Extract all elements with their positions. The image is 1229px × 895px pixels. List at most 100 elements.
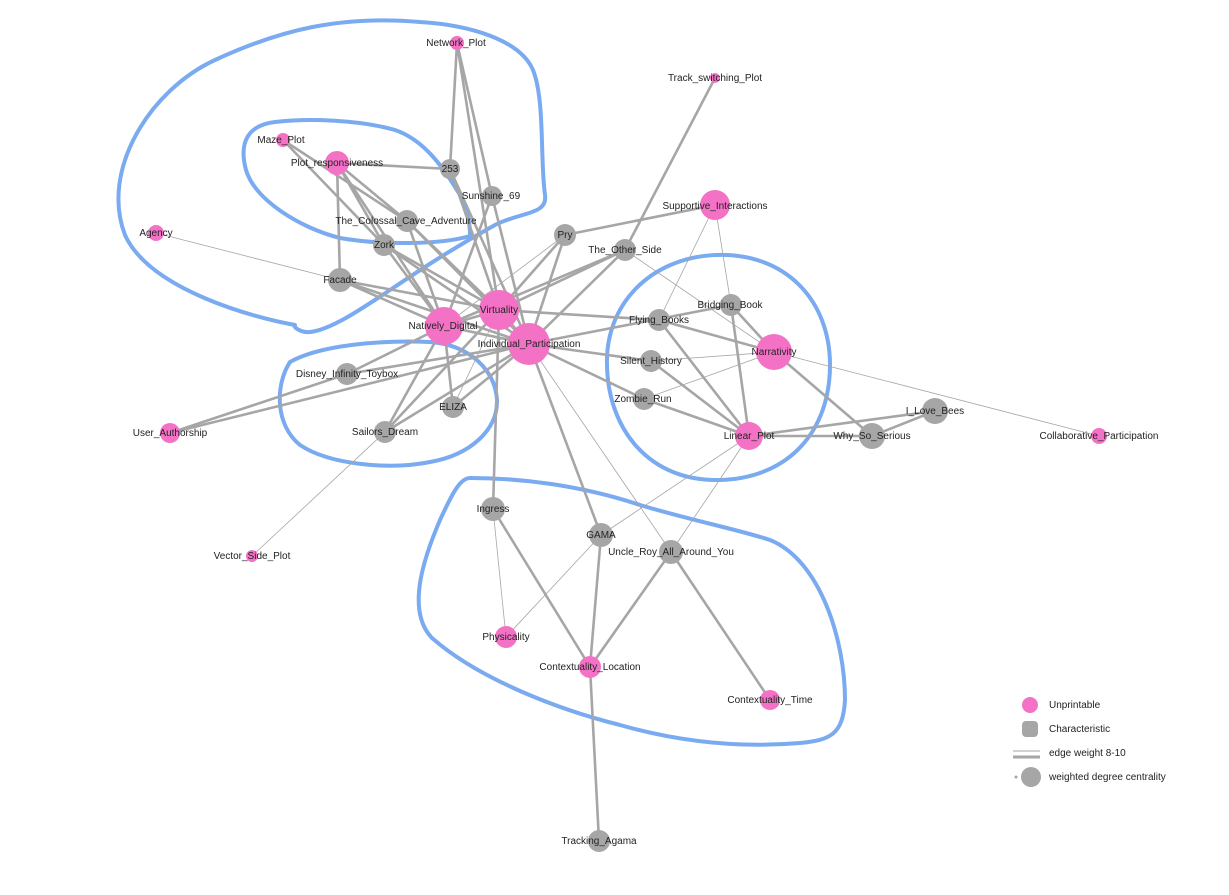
edge-Silent_History-Narrativity [650, 351, 775, 362]
node-circle-Why_So_Serious[interactable] [859, 423, 885, 449]
node-I_Love_Bees[interactable]: I_Love_Bees [906, 398, 964, 424]
node-Sailors_Dream[interactable]: Sailors_Dream [352, 421, 418, 443]
node-circle-I_Love_Bees[interactable] [922, 398, 948, 424]
node-Why_So_Serious[interactable]: Why_So_Serious [833, 423, 911, 449]
node-Supportive_Interactions[interactable]: Supportive_Interactions [662, 190, 768, 220]
node-circle-Natively_Digital[interactable] [425, 307, 463, 345]
node-Disney_Infinity_Toybox[interactable]: Disney_Infinity_Toybox [296, 363, 398, 385]
node-label-Silent_History: Silent_History [620, 356, 682, 367]
edge-Uncle_Roy_All_Around_You-Individual_Participation [528, 343, 672, 553]
node-circle-The_Other_Side[interactable] [614, 239, 636, 261]
node-Physicality[interactable]: Physicality [482, 626, 530, 648]
node-Zombie_Run[interactable]: Zombie_Run [614, 388, 672, 410]
node-circle-Bridging_Book[interactable] [720, 294, 742, 316]
node-circle-Sunshine_69[interactable] [482, 186, 502, 206]
node-label-Sailors_Dream: Sailors_Dream [352, 427, 418, 438]
edge-Zombie_Run-Narrativity [643, 351, 775, 400]
node-circle-Physicality[interactable] [495, 626, 517, 648]
node-circle-Maze_Plot[interactable] [276, 133, 290, 147]
edge-Zombie_Run-Individual_Participation [527, 342, 646, 401]
node-Uncle_Roy_All_Around_You[interactable]: Uncle_Roy_All_Around_You [608, 540, 734, 564]
node-circle-Plot_responsiveness[interactable] [325, 151, 349, 175]
node-circle-Flying_Books[interactable] [648, 309, 670, 331]
node-The_Other_Side[interactable]: The_Other_Side [588, 239, 662, 261]
legend-edge-weight-label: edge weight 8-10 [1049, 748, 1126, 759]
node-label-Plot_responsiveness: Plot_responsiveness [291, 158, 383, 169]
edge-Flying_Books-Narrativity [657, 318, 776, 354]
node-label-Linear_Plot: Linear_Plot [724, 431, 775, 442]
node-Natively_Digital[interactable]: Natively_Digital [409, 307, 478, 345]
node-circle-Pry[interactable] [554, 224, 576, 246]
node-Virtuality[interactable]: Virtuality [479, 290, 519, 330]
node-Silent_History[interactable]: Silent_History [620, 350, 682, 372]
edge-Maze_Plot-The_Colossal_Cave_Adventure [281, 138, 409, 223]
node-circle-Sailors_Dream[interactable] [374, 421, 396, 443]
node-Facade[interactable]: Facade [323, 268, 357, 292]
node-Bridging_Book[interactable]: Bridging_Book [697, 294, 764, 316]
node-circle-Individual_Participation[interactable] [508, 323, 550, 365]
node-label-Facade: Facade [323, 275, 357, 286]
edge-GAMA-Physicality [505, 534, 602, 638]
node-circle-User_Authorship[interactable] [160, 423, 180, 443]
node-label-Bridging_Book: Bridging_Book [697, 300, 763, 311]
node-circle-Track_switching_Plot[interactable] [710, 73, 720, 83]
edge-Supportive_Interactions-Flying_Books [658, 204, 716, 321]
node-circle-Virtuality[interactable] [479, 290, 519, 330]
node-label-Collaborative_Participation: Collaborative_Participation [1040, 431, 1159, 442]
edge-User_Authorship-Individual_Participation [168, 342, 531, 435]
node-circle-Tracking_Agama[interactable] [588, 830, 610, 852]
node-Contextuality_Time[interactable]: Contextuality_Time [727, 690, 813, 710]
node-Tracking_Agama[interactable]: Tracking_Agama [561, 830, 637, 852]
node-Linear_Plot[interactable]: Linear_Plot [724, 422, 775, 450]
node-Pry[interactable]: Pry [554, 224, 576, 246]
node-label-Why_So_Serious: Why_So_Serious [833, 431, 910, 442]
node-circle-Contextuality_Time[interactable] [760, 690, 780, 710]
node-ELIZA[interactable]: ELIZA [439, 396, 467, 418]
node-Maze_Plot[interactable]: Maze_Plot [257, 133, 305, 147]
node-circle-Ingress[interactable] [481, 497, 505, 521]
node-Collaborative_Participation[interactable]: Collaborative_Participation [1040, 428, 1159, 444]
node-circle-The_Colossal_Cave_Adventure[interactable] [396, 210, 418, 232]
node-Flying_Books[interactable]: Flying_Books [629, 309, 689, 331]
node-Ingress[interactable]: Ingress [477, 497, 510, 521]
node-circle-Silent_History[interactable] [640, 350, 662, 372]
node-Narrativity[interactable]: Narrativity [751, 334, 797, 370]
node-label-Physicality: Physicality [482, 632, 529, 643]
node-circle-Zombie_Run[interactable] [633, 388, 655, 410]
node-The_Colossal_Cave_Adventure[interactable]: The_Colossal_Cave_Adventure [335, 210, 477, 232]
node-Contextuality_Location[interactable]: Contextuality_Location [539, 656, 641, 678]
node-circle-Disney_Infinity_Toybox[interactable] [336, 363, 358, 385]
node-Vector_Side_Plot[interactable]: Vector_Side_Plot [214, 550, 291, 562]
node-Track_switching_Plot[interactable]: Track_switching_Plot [668, 73, 762, 84]
node-label-Track_switching_Plot: Track_switching_Plot [668, 73, 762, 84]
node-Zork[interactable]: Zork [373, 234, 395, 256]
node-circle-Zork[interactable] [373, 234, 395, 256]
edge-Network_Plot-253 [448, 41, 459, 171]
node-Sunshine_69[interactable]: Sunshine_69 [462, 186, 521, 206]
node-label-The_Other_Side: The_Other_Side [588, 245, 662, 256]
node-circle-Vector_Side_Plot[interactable] [246, 550, 258, 562]
node-circle-GAMA[interactable] [589, 523, 613, 547]
node-label-GAMA: GAMA [586, 530, 616, 541]
node-circle-Linear_Plot[interactable] [735, 422, 763, 450]
node-253[interactable]: 253 [440, 159, 460, 179]
node-GAMA[interactable]: GAMA [586, 523, 616, 547]
node-circle-253[interactable] [440, 159, 460, 179]
node-Agency[interactable]: Agency [139, 225, 173, 241]
node-User_Authorship[interactable]: User_Authorship [133, 423, 208, 443]
node-circle-ELIZA[interactable] [442, 396, 464, 418]
node-label-Agency: Agency [139, 228, 172, 239]
node-circle-Facade[interactable] [328, 268, 352, 292]
node-Plot_responsiveness[interactable]: Plot_responsiveness [291, 151, 383, 175]
node-circle-Supportive_Interactions[interactable] [700, 190, 730, 220]
node-Network_Plot[interactable]: Network_Plot [426, 36, 486, 50]
node-circle-Collaborative_Participation[interactable] [1091, 428, 1107, 444]
node-circle-Uncle_Roy_All_Around_You[interactable] [659, 540, 683, 564]
node-circle-Contextuality_Location[interactable] [579, 656, 601, 678]
node-circle-Network_Plot[interactable] [450, 36, 464, 50]
node-Individual_Participation[interactable]: Individual_Participation [478, 323, 581, 365]
node-circle-Narrativity[interactable] [756, 334, 792, 370]
edge-Sunshine_69-Individual_Participation [490, 194, 531, 346]
node-circle-Agency[interactable] [148, 225, 164, 241]
